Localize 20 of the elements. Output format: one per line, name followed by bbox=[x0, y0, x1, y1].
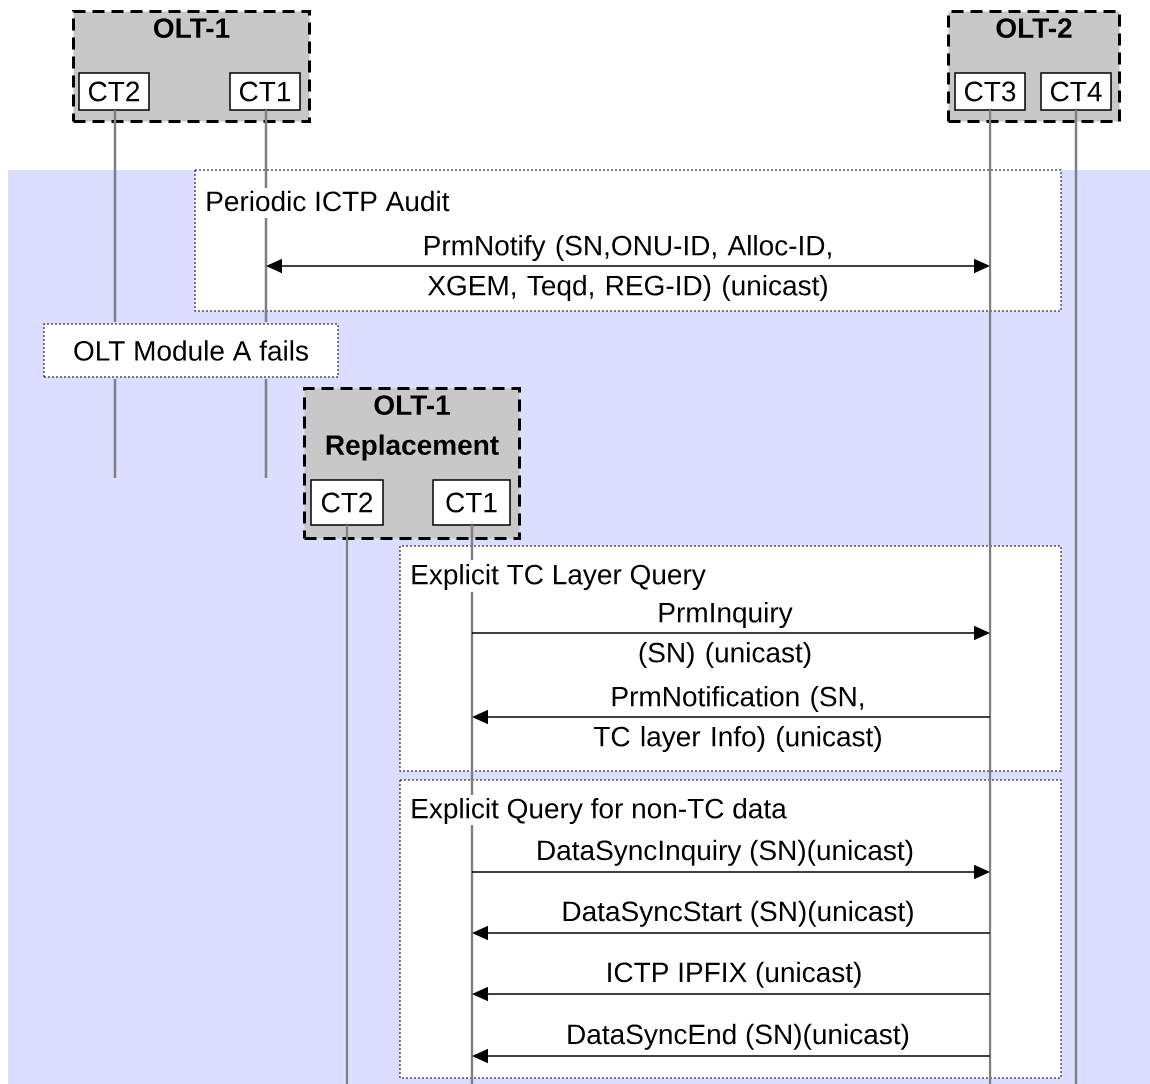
fragment-title: Periodic ICTP Audit bbox=[207, 190, 450, 212]
edge-label: PrmInquiry (SN) (unicast) bbox=[639, 601, 811, 669]
lifeline bbox=[988, 110, 992, 1084]
edge-label: ICTP IPFIX (unicast) bbox=[608, 961, 861, 988]
edge-label: PrmNotification (SN, TC layer Info) (unicast) bbox=[593, 685, 881, 753]
edge-label: PrmNotify (SN,ONU-ID, Alloc-ID, XGEM, Teqd, REG-ID) (unicast) bbox=[424, 234, 831, 302]
lifeline bbox=[345, 525, 349, 1084]
fragment-title: Explicit TC Layer Query bbox=[412, 563, 706, 591]
port-box: CT1 bbox=[432, 479, 511, 526]
lifeline bbox=[1074, 110, 1078, 1084]
port-box: CT1 bbox=[229, 72, 301, 111]
port-box: CT4 bbox=[1040, 72, 1112, 111]
note-box: OLT Module A fails bbox=[43, 323, 339, 378]
edge-label: DataSyncStart (SN)(unicast) bbox=[563, 900, 913, 927]
port-box: CT2 bbox=[310, 479, 384, 526]
edge-label: DataSyncInquiry (SN)(unicast) bbox=[538, 839, 913, 866]
fragment-title: Explicit Query for non-TC data bbox=[412, 797, 787, 825]
port-box: CT2 bbox=[78, 72, 150, 111]
port-box: CT3 bbox=[954, 72, 1026, 111]
edge-label: DataSyncEnd (SN)(unicast) bbox=[568, 1023, 909, 1050]
